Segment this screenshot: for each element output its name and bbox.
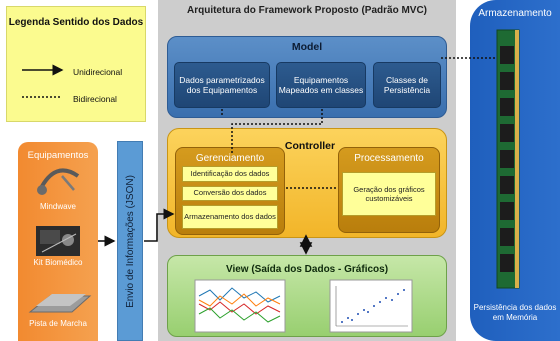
envio-json-bar [117,141,143,341]
memory-module-image [496,29,520,289]
legend-bidirectional-label: Bidirecional [73,94,117,104]
gerenciamento-item-armazenamento: Armazenamento dos dados [182,205,278,229]
kit-biomedico-image [36,226,80,256]
connector-model-to-controller [221,109,323,155]
legend-panel: Legenda Sentido dos Dados Unidirecional … [6,6,146,122]
model-box-classes-persistencia: Classes de Persistência [373,62,441,108]
view-title: View (Saída dos Dados - Gráficos) [225,263,389,275]
pista-marcha-image [28,294,92,313]
controller-title: Controller [284,140,336,152]
processamento-title: Processamento [354,152,424,164]
view-scatter-chart-image [329,279,413,333]
model-box-dados-parametrizados: Dados parametrizados dos Equipamentos [174,62,270,108]
gerenciamento-title: Gerenciamento [195,152,265,164]
arrow-envio-to-controller [144,208,175,242]
legend-title: Legenda Sentido dos Dados [8,17,144,28]
processamento-item-graficos: Geração dos gráficos customizáveis [342,172,436,216]
gerenciamento-item-identificacao: Identificação dos dados [182,166,278,182]
equipamento-mindwave-label: Mindwave [39,202,76,211]
gerenciamento-item-conversao: Conversão dos dados [182,186,278,201]
armazenamento-persistencia-label: Persistência dos dados em Memória [473,303,557,322]
mindwave-headset-icon [37,168,80,195]
view-line-chart-image [194,279,286,333]
equipamento-pista-marcha-label: Pista de Marcha [29,319,87,328]
model-box-equipamentos-mapeados: Equipamentos Mapeados em classes [276,62,366,108]
equipamento-kit-biomedico-label: Kit Biomédico [33,258,83,267]
armazenamento-title: Armazenamento [478,7,552,19]
model-title: Model [291,41,323,53]
equipamentos-title: Equipamentos [27,149,89,161]
architecture-title: Arquitetura do Framework Proposto (Padrã… [186,4,428,16]
legend-unidirectional-label: Unidirecional [73,67,123,77]
